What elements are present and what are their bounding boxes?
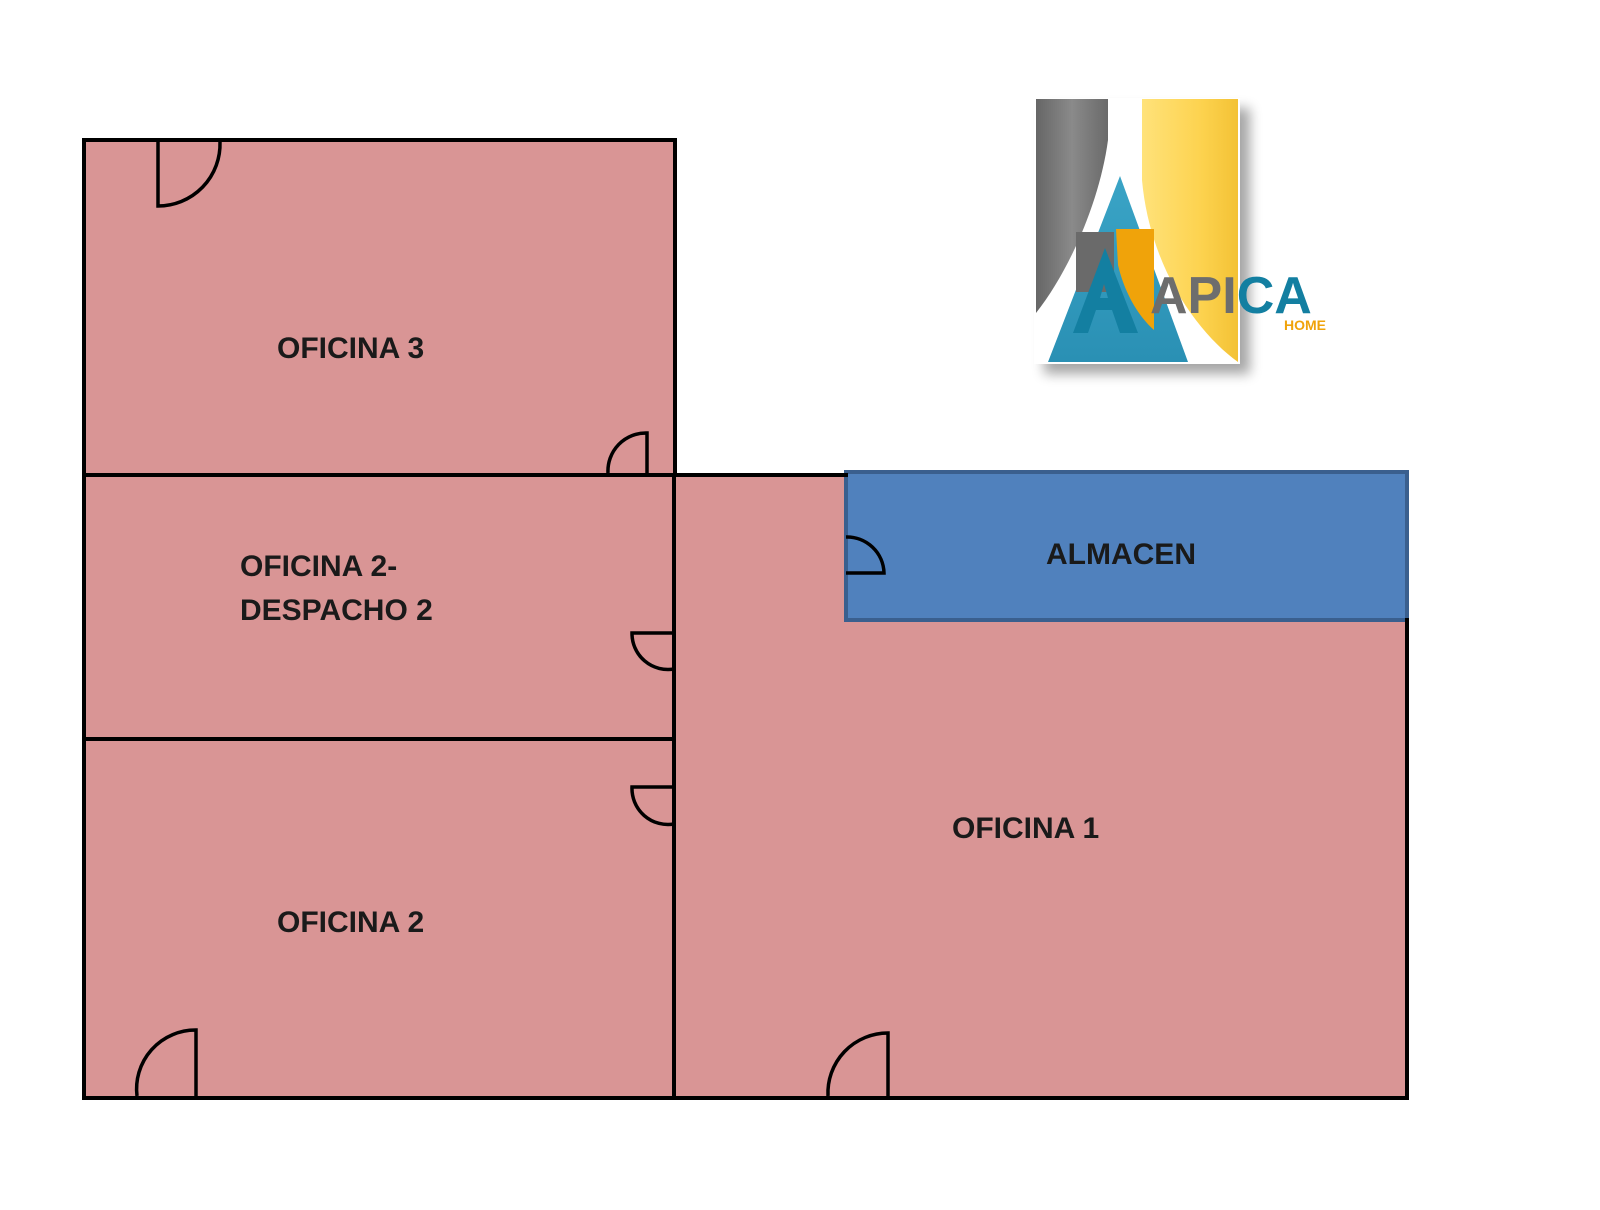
room-oficina-2-despacho-2 [84, 475, 674, 739]
label-oficina-1: OFICINA 1 [952, 812, 1099, 845]
door-oficina-1-bottom [826, 1031, 890, 1097]
logo-yellow-shape-icon [1142, 99, 1238, 362]
door-almacen [845, 535, 886, 575]
logo-a-letter-icon [1073, 248, 1138, 333]
label-almacen: ALMACEN [1046, 538, 1196, 571]
logo-orange-shape-icon [1116, 229, 1154, 330]
door-despacho-2 [630, 631, 675, 672]
label-oficina-2: OFICINA 2 [277, 906, 424, 939]
door-oficina-3-bottom [606, 431, 649, 474]
doors [134, 141, 890, 1097]
label-oficina-2-despacho-line-1: OFICINA 2- [240, 550, 397, 583]
door-oficina-3-top [156, 141, 222, 208]
room-oficina-2 [84, 739, 674, 1098]
door-oficina-2-side [630, 785, 675, 827]
door-oficina-2-bottom [134, 1028, 198, 1097]
room-oficina-3 [84, 140, 675, 475]
walls [82, 138, 1409, 1100]
room-almacen [844, 470, 1409, 622]
label-oficina-3: OFICINA 3 [277, 332, 424, 365]
apica-home-logo: APICA HOME [1034, 98, 1326, 364]
logo-gray-shape-icon [1036, 99, 1108, 313]
logo-sub-text: HOME [1284, 317, 1326, 333]
label-oficina-2-despacho-line-2: DESPACHO 2 [240, 594, 433, 627]
logo-brand-text: APICA [1150, 267, 1312, 325]
